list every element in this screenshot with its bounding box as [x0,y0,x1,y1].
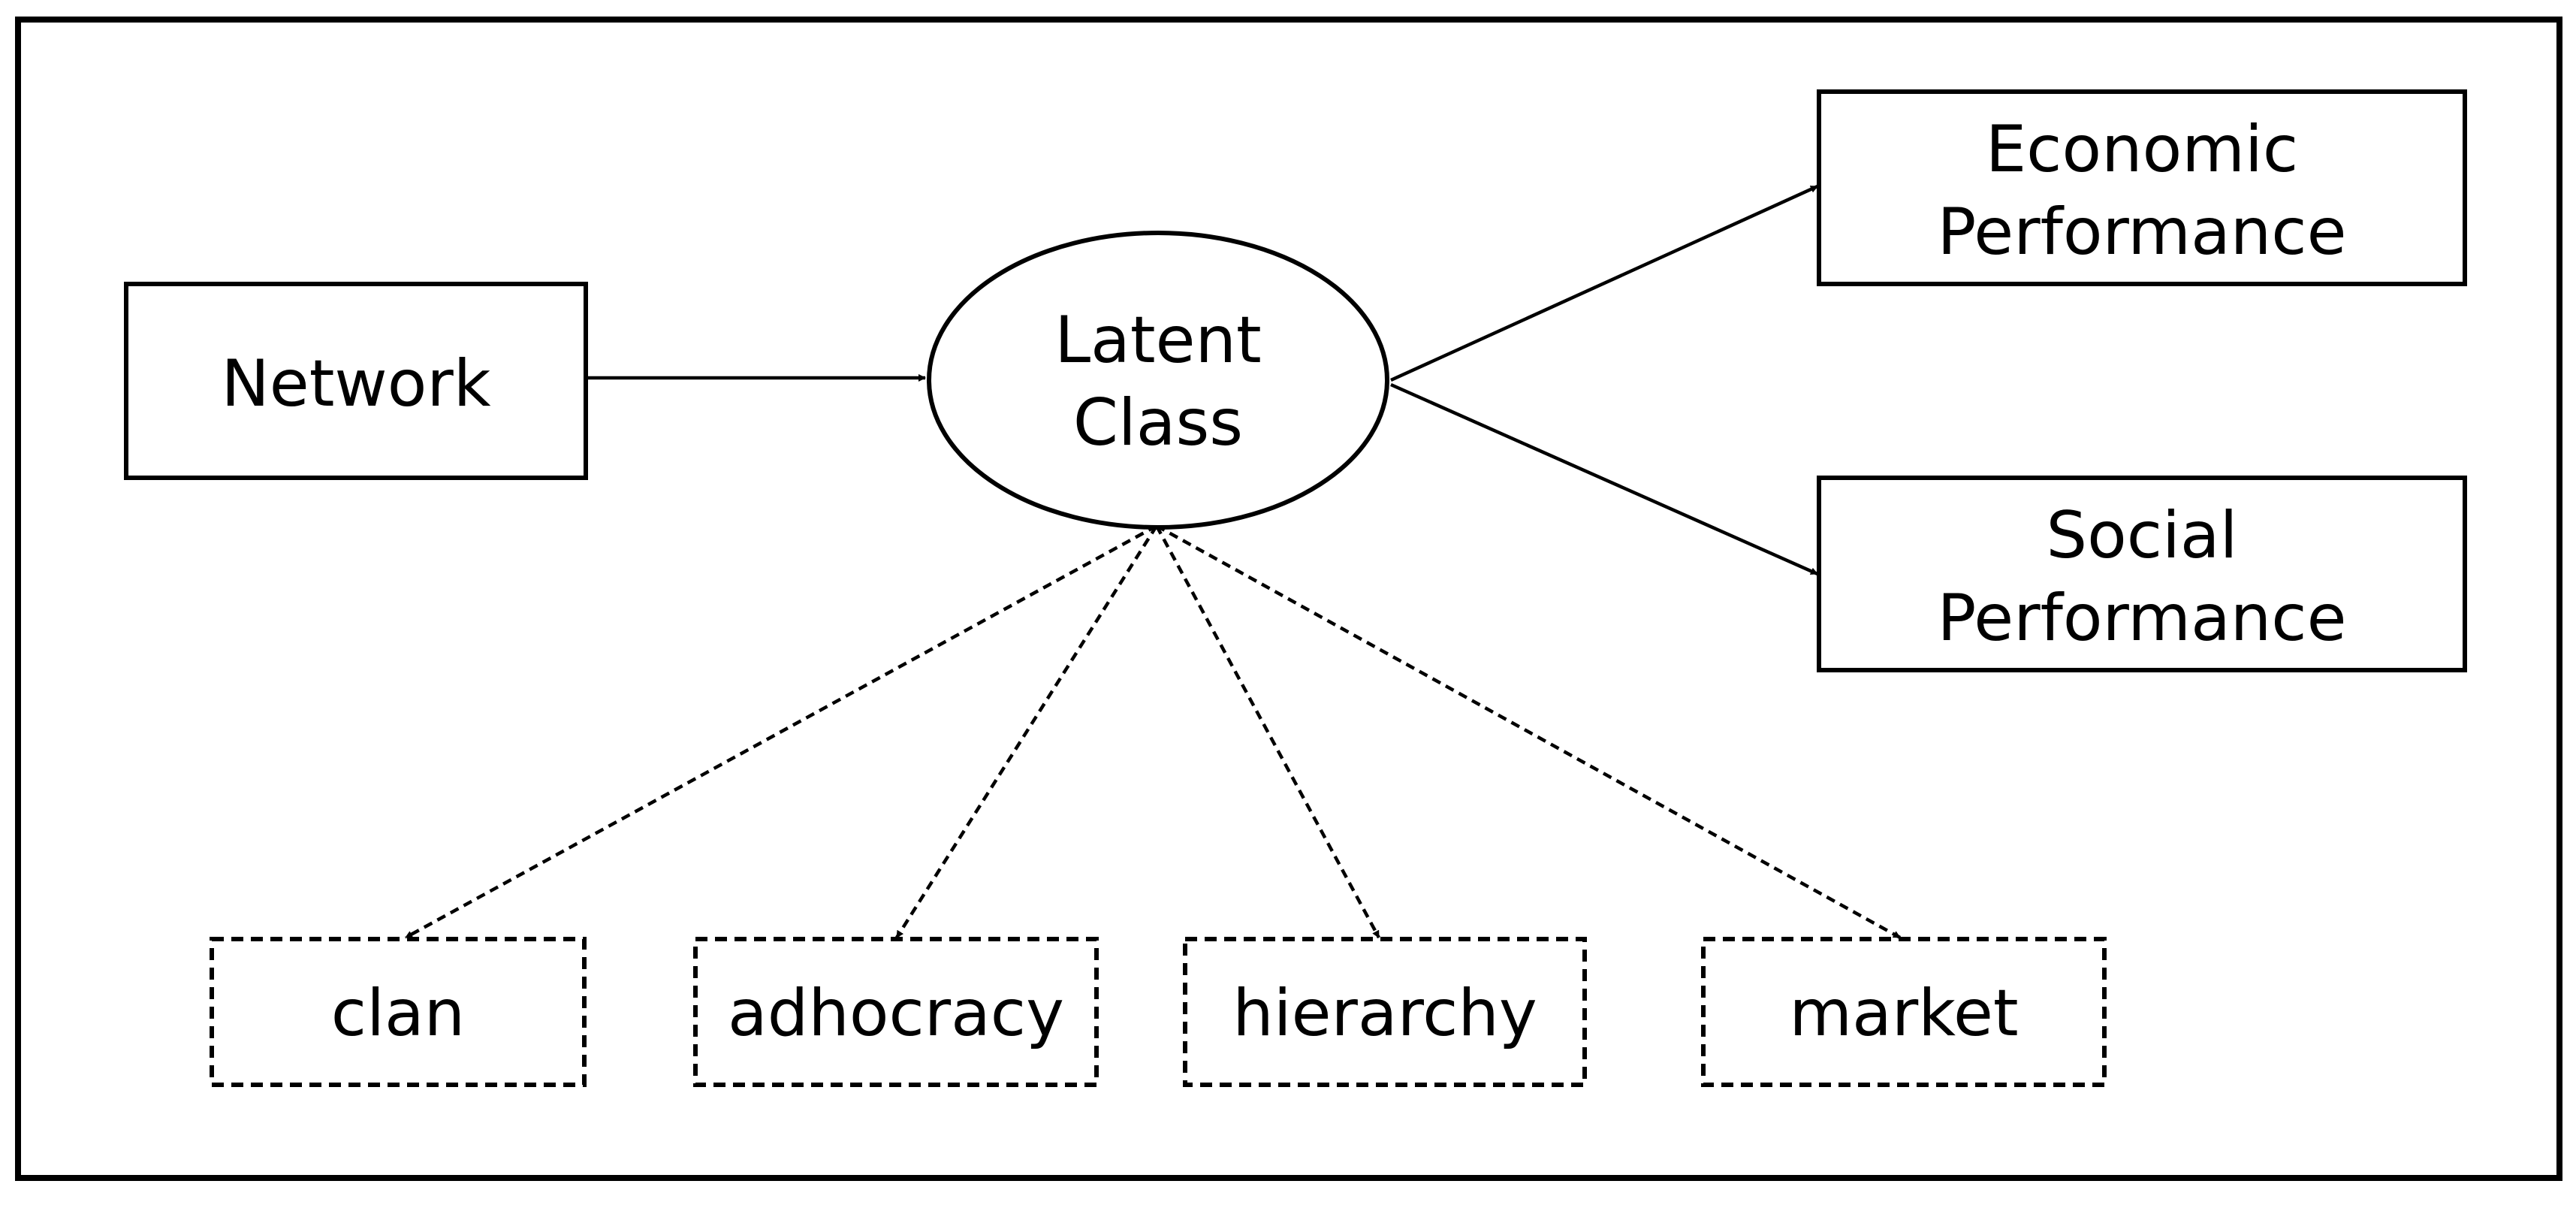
market-node: market [1701,937,2107,1087]
hierarchy-node: hierarchy [1183,937,1587,1087]
clan-box [210,937,587,1087]
economic-performance-label-line-2: Performance [1938,195,2347,270]
diagram-frame [15,17,2562,1181]
adhocracy-box [693,937,1099,1087]
hierarchy-box [1183,937,1587,1087]
edge-latent-class-to-social-performance [1390,382,1818,576]
edge-latent-class-to-hierarchy [1155,524,1380,939]
social-performance-node: Social Performance [1817,476,2467,672]
clan-node: clan [210,937,587,1087]
hierarchy-label: hierarchy [1232,976,1537,1051]
edge-latent-class-to-market [1155,524,1902,939]
market-label: market [1789,976,2018,1051]
adhocracy-label: adhocracy [728,976,1064,1051]
economic-performance-node: Economic Performance [1817,89,2467,286]
economic-performance-box [1817,89,2467,286]
adhocracy-node: adhocracy [693,937,1099,1087]
latent-class-node: Latent Class [927,231,1389,530]
edges [404,184,1902,939]
clan-label: clan [331,976,465,1051]
network-node: Network [124,282,588,480]
latent-class-ellipse [927,231,1389,530]
network-label: Network [221,346,490,421]
economic-performance-label-line-1: Economic [1986,112,2298,187]
social-performance-label-line-1: Social [2047,498,2238,573]
network-box [124,282,588,480]
edge-latent-class-to-adhocracy [895,524,1158,939]
latent-class-label-line-2: Class [1073,385,1243,461]
edge-latent-class-to-economic-performance [1390,184,1818,382]
social-performance-label-line-2: Performance [1938,581,2347,656]
market-box [1701,937,2107,1087]
social-performance-box [1817,476,2467,672]
latent-class-label-line-1: Latent [1054,303,1261,378]
edge-latent-class-to-clan [404,524,1158,939]
